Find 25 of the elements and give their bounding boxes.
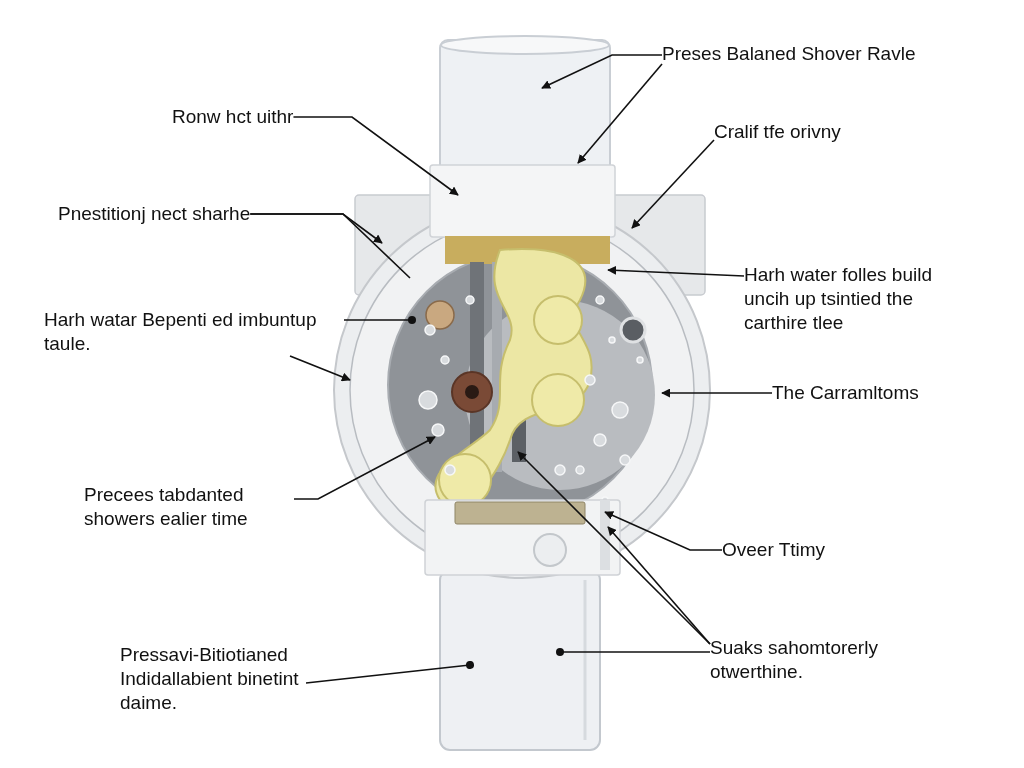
callout-label: Preses Balaned Shover Ravle	[662, 42, 916, 66]
callout-label: Pnestitionj nect sharhe	[58, 202, 251, 226]
callout-label: Harh watar Bepenti ed imbuntup taule.	[44, 308, 344, 356]
leader-line	[556, 648, 711, 656]
arrow	[517, 451, 711, 645]
callout-label: Pressavi-Bitiotianed Indidallabient binetint daime.	[120, 643, 306, 715]
callout-label: Harh water folles build uncih up tsintied the carthire tlee	[744, 263, 979, 335]
callout-label: Suaks sahomtorerly otwerthine.	[710, 636, 950, 684]
arrow	[661, 388, 773, 398]
arrow	[577, 63, 663, 164]
leader-line	[305, 661, 474, 684]
arrow	[607, 265, 745, 277]
arrow	[293, 436, 436, 500]
arrow	[631, 139, 715, 229]
arrow	[292, 116, 459, 196]
callout-label: The Carramltoms	[772, 381, 919, 405]
callout-label: Ronw hct uithr	[172, 105, 294, 129]
callout-label: Precees tabdanted showers ealier time	[84, 483, 294, 531]
callout-label: Oveer Ttimy	[722, 538, 826, 562]
arrow	[289, 355, 351, 382]
callout-label: Cralif tfe orivny	[714, 120, 841, 144]
arrow	[541, 54, 663, 89]
arrow	[607, 526, 711, 645]
leader-line	[343, 316, 416, 324]
arrow	[604, 511, 723, 551]
